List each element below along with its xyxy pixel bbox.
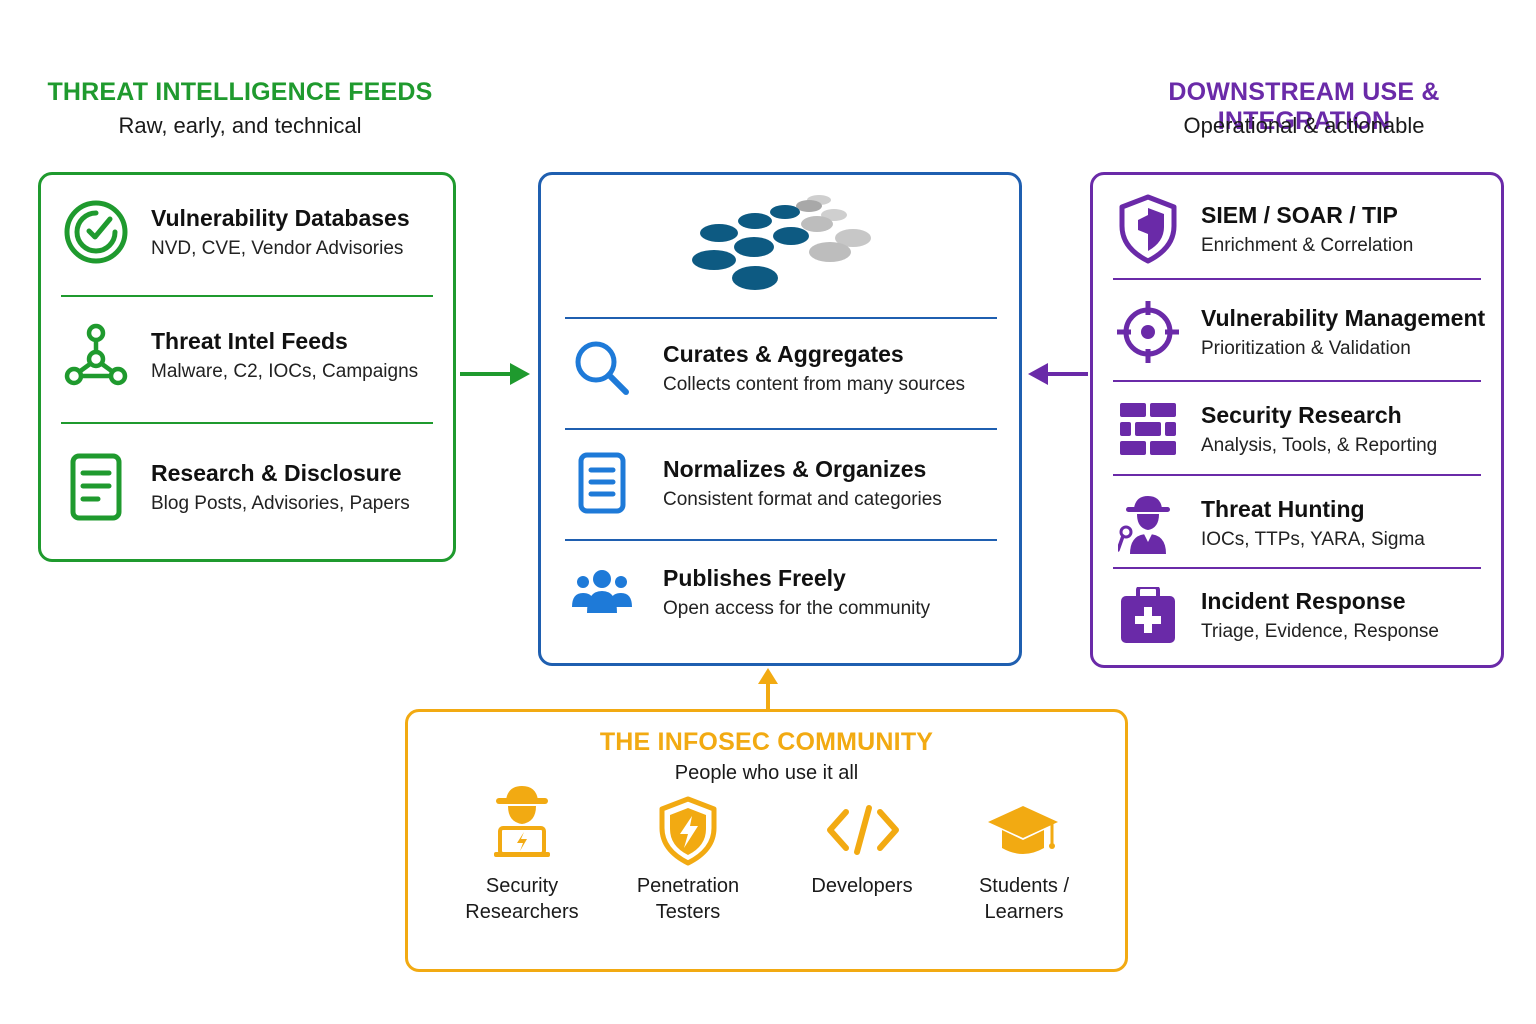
left-item-desc: Malware, C2, IOCs, Campaigns xyxy=(151,360,419,382)
right-item-desc: Triage, Evidence, Response xyxy=(1201,620,1439,642)
center-item-title: Curates & Aggregates xyxy=(663,340,904,367)
center-item-curates: Curates & Aggregates Collects content fr… xyxy=(571,337,965,399)
right-item-desc: IOCs, TTPs, YARA, Sigma xyxy=(1201,528,1425,550)
network-nodes-icon xyxy=(61,320,131,390)
right-item-security-research: Security Research Analysis, Tools, & Rep… xyxy=(1115,393,1437,465)
center-item-desc: Collects content from many sources xyxy=(663,373,966,395)
divider xyxy=(1113,278,1481,280)
left-item-threat-intel-feeds: Threat Intel Feeds Malware, C2, IOCs, Ca… xyxy=(61,320,418,390)
community-title: THE INFOSEC COMMUNITY xyxy=(599,728,934,756)
left-item-title: Vulnerability Databases xyxy=(151,204,410,231)
dot-cluster-logo xyxy=(692,195,871,290)
divider xyxy=(61,422,433,424)
left-item-title: Research & Disclosure xyxy=(151,459,402,486)
divider xyxy=(1113,380,1481,382)
document-icon xyxy=(61,452,131,522)
crosshair-icon xyxy=(1115,296,1181,368)
divider xyxy=(1113,567,1481,569)
left-item-research-disclosure: Research & Disclosure Blog Posts, Adviso… xyxy=(61,452,410,522)
divider xyxy=(565,428,997,430)
left-item-title: Threat Intel Feeds xyxy=(151,327,348,354)
right-item-siem: SIEM / SOAR / TIP Enrichment & Correlati… xyxy=(1115,193,1413,265)
community-subtitle: People who use it all xyxy=(674,762,859,784)
aggregator-panel: Curates & Aggregates Collects content fr… xyxy=(538,172,1022,666)
right-section-subtitle: Operational & actionable xyxy=(1183,113,1425,138)
community-panel: THE INFOSEC COMMUNITY People who use it … xyxy=(405,709,1128,972)
center-item-desc: Consistent format and categories xyxy=(663,488,942,510)
spy-icon xyxy=(1115,487,1181,559)
center-item-desc: Open access for the community xyxy=(663,597,931,619)
left-item-vulnerability-databases: Vulnerability Databases NVD, CVE, Vendor… xyxy=(61,197,410,267)
shield-icon xyxy=(1115,193,1181,265)
right-item-desc: Analysis, Tools, & Reporting xyxy=(1201,434,1438,456)
people-group-icon xyxy=(571,561,633,623)
brick-wall-icon xyxy=(1115,393,1181,465)
divider xyxy=(1113,474,1481,476)
arrow-up-icon xyxy=(758,668,778,712)
arrow-right-icon xyxy=(460,363,530,385)
community-member-label: Students /Learners xyxy=(978,875,1070,923)
graduation-cap-icon xyxy=(988,806,1058,854)
center-item-normalizes: Normalizes & Organizes Consistent format… xyxy=(571,452,942,514)
divider xyxy=(61,295,433,297)
right-item-title: Threat Hunting xyxy=(1201,495,1365,522)
left-item-desc: NVD, CVE, Vendor Advisories xyxy=(151,237,404,259)
radar-check-icon xyxy=(61,197,131,267)
left-section-title: THREAT INTELLIGENCE FEEDS xyxy=(47,78,433,106)
threat-feeds-panel: Vulnerability Databases NVD, CVE, Vendor… xyxy=(38,172,456,562)
search-icon xyxy=(571,337,633,399)
right-item-title: SIEM / SOAR / TIP xyxy=(1201,201,1398,228)
divider xyxy=(565,317,997,319)
document-list-icon xyxy=(571,452,633,514)
left-section-subtitle: Raw, early, and technical xyxy=(118,113,362,138)
center-item-publishes: Publishes Freely Open access for the com… xyxy=(571,561,930,623)
downstream-panel: SIEM / SOAR / TIP Enrichment & Correlati… xyxy=(1090,172,1504,668)
right-item-desc: Enrichment & Correlation xyxy=(1201,234,1414,256)
left-item-desc: Blog Posts, Advisories, Papers xyxy=(151,492,410,514)
divider xyxy=(565,539,997,541)
right-item-title: Incident Response xyxy=(1201,587,1406,614)
right-item-threat-hunting: Threat Hunting IOCs, TTPs, YARA, Sigma xyxy=(1115,487,1425,559)
right-item-incident-response: Incident Response Triage, Evidence, Resp… xyxy=(1115,579,1439,651)
code-icon xyxy=(827,805,899,855)
right-item-desc: Prioritization & Validation xyxy=(1201,337,1411,359)
hacker-laptop-icon xyxy=(494,786,550,857)
right-item-vuln-mgmt: Vulnerability Management Prioritization … xyxy=(1115,296,1485,368)
center-item-title: Normalizes & Organizes xyxy=(663,455,927,482)
first-aid-kit-icon xyxy=(1115,579,1181,651)
shield-lightning-icon xyxy=(659,796,717,866)
right-item-title: Security Research xyxy=(1201,401,1402,428)
right-section-title: DOWNSTREAM USE & INTEGRATION xyxy=(1168,78,1440,135)
right-item-title: Vulnerability Management xyxy=(1201,304,1486,331)
arrow-left-icon xyxy=(1028,363,1088,385)
community-member-label: Developers xyxy=(811,875,913,897)
center-item-title: Publishes Freely xyxy=(663,564,846,591)
